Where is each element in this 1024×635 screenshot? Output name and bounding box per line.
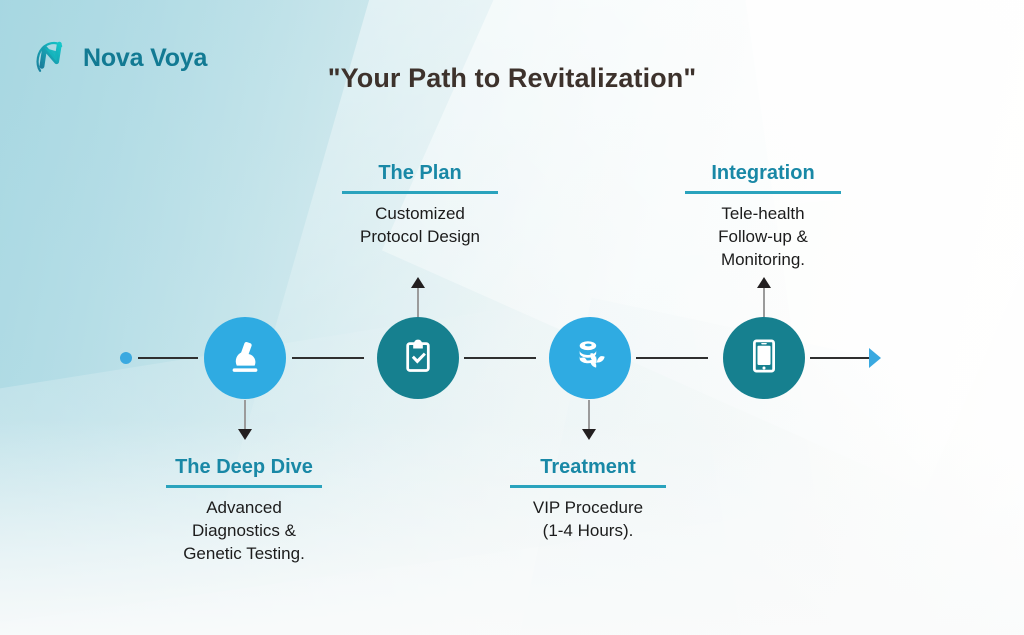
step-label-integration: Integration Tele-health Follow-up & Moni…: [643, 162, 883, 271]
brand-logo: Nova Voya: [30, 36, 207, 80]
connector-line-the-deep-dive: [244, 400, 246, 430]
spa-stones-lotus-icon: [568, 334, 612, 383]
timeline-node-integration[interactable]: [723, 317, 805, 399]
timeline-node-the-deep-dive[interactable]: [204, 317, 286, 399]
nova-voya-swoosh-n-icon: [30, 36, 74, 80]
step-body-the-deep-dive: Advanced Diagnostics & Genetic Testing.: [183, 498, 305, 563]
step-heading-treatment: Treatment: [540, 456, 636, 478]
brand-wordmark: Nova Voya: [83, 43, 208, 72]
connector-arrow-down-the-deep-dive: [238, 429, 252, 440]
timeline-segment-0: [138, 357, 198, 359]
step-label-treatment: Treatment VIP Procedure (1-4 Hours).: [468, 456, 708, 542]
step-rule-the-deep-dive: [166, 485, 322, 488]
step-heading-the-deep-dive: The Deep Dive: [175, 456, 313, 478]
connector-arrow-up-integration: [757, 277, 771, 288]
connector-line-the-plan: [417, 287, 419, 317]
connector-arrow-down-treatment: [582, 429, 596, 440]
microscope-icon: [223, 334, 267, 383]
step-rule-the-plan: [342, 191, 498, 194]
timeline-start-dot: [120, 352, 132, 364]
step-rule-treatment: [510, 485, 666, 488]
step-body-treatment: VIP Procedure (1-4 Hours).: [532, 498, 644, 540]
step-label-the-deep-dive: The Deep Dive Advanced Diagnostics & Gen…: [124, 456, 364, 565]
timeline-node-treatment[interactable]: [549, 317, 631, 399]
background-bottom-wash: [0, 419, 1024, 635]
timeline-segment-2: [464, 357, 536, 359]
page-title: "Your Path to Revitalization": [327, 63, 697, 93]
smartphone-icon: [742, 334, 786, 383]
step-heading-integration: Integration: [711, 162, 815, 184]
connector-line-integration: [763, 287, 765, 317]
timeline-segment-1: [292, 357, 364, 359]
connector-line-treatment: [588, 400, 590, 430]
step-label-the-plan: The Plan Customized Protocol Design: [300, 162, 540, 248]
step-body-integration: Tele-health Follow-up & Monitoring.: [718, 204, 808, 269]
timeline-segment-3: [636, 357, 708, 359]
step-body-the-plan: Customized Protocol Design: [359, 204, 480, 246]
step-rule-integration: [685, 191, 841, 194]
connector-arrow-up-the-plan: [411, 277, 425, 288]
timeline-segment-4: [810, 357, 870, 359]
clipboard-check-icon: [396, 334, 440, 383]
timeline-end-arrow-icon: [869, 348, 881, 368]
timeline-node-the-plan[interactable]: [377, 317, 459, 399]
step-heading-the-plan: The Plan: [378, 162, 462, 184]
